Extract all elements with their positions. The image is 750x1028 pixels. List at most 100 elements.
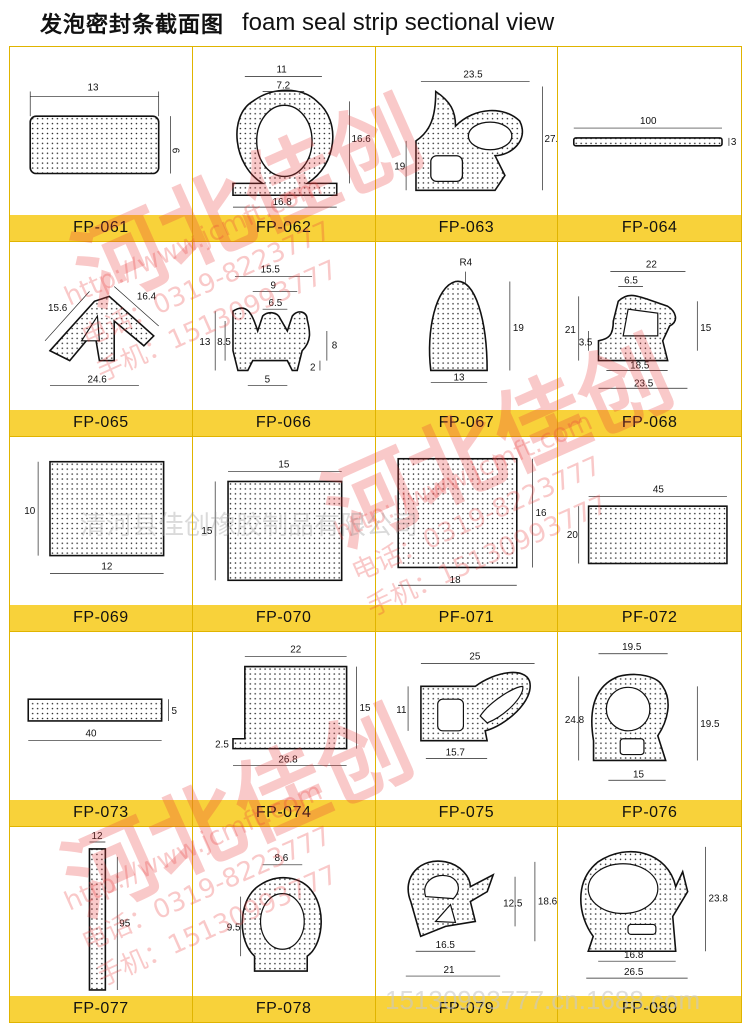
profile-cell: 16 18 PF-071 — [375, 437, 559, 632]
profile-cell: 12 95 FP-077 — [10, 827, 193, 1022]
profile-cell: 25 11 15.7 FP-075 — [375, 632, 559, 827]
profile-code: FP-079 — [375, 996, 558, 1022]
profile-code: FP-076 — [558, 800, 741, 826]
profile-drawing: 10 12 — [10, 437, 192, 605]
profile-drawing: 11 7.2 16.6 16.8 — [192, 47, 375, 215]
svg-text:2: 2 — [310, 362, 316, 373]
svg-text:18.5: 18.5 — [630, 360, 650, 371]
svg-text:23.5: 23.5 — [634, 378, 654, 389]
profile-code: FP-064 — [558, 215, 741, 241]
svg-text:15: 15 — [201, 526, 212, 537]
svg-text:26.5: 26.5 — [624, 967, 644, 978]
profile-code: PF-071 — [375, 605, 558, 631]
profile-drawing: 12 95 — [10, 827, 192, 996]
svg-text:10: 10 — [24, 506, 35, 517]
profile-code: FP-063 — [375, 215, 558, 241]
svg-text:26.8: 26.8 — [278, 754, 298, 765]
svg-text:16.6: 16.6 — [351, 134, 371, 145]
svg-text:8.6: 8.6 — [274, 853, 288, 864]
profile-drawing: R4 19 13 — [375, 242, 558, 410]
svg-text:16: 16 — [535, 508, 546, 519]
profile-drawing: 100 3 — [558, 47, 741, 215]
svg-text:21: 21 — [443, 965, 455, 976]
svg-text:21: 21 — [565, 325, 576, 336]
svg-text:19: 19 — [394, 162, 405, 173]
svg-text:15.5: 15.5 — [260, 265, 280, 276]
profile-cell: 11 7.2 16.6 16.8 FP-062 — [192, 47, 376, 242]
title-chinese: 发泡密封条截面图 — [40, 12, 225, 38]
svg-text:13: 13 — [453, 372, 464, 383]
svg-text:22: 22 — [646, 260, 657, 271]
profile-drawing: 22 6.5 21 3.5 15 18.5 23.5 — [558, 242, 741, 410]
svg-text:11: 11 — [276, 65, 287, 76]
svg-text:8.5: 8.5 — [217, 337, 231, 348]
profile-cell: 19.5 24.8 19.5 15 FP-076 — [558, 632, 741, 827]
profile-cell: 10 12 FP-069 — [10, 437, 193, 632]
svg-text:16.4: 16.4 — [137, 291, 157, 302]
svg-text:12: 12 — [91, 831, 103, 842]
svg-text:2.5: 2.5 — [215, 740, 229, 751]
profile-drawing: 45 20 — [558, 437, 741, 605]
svg-text:19.5: 19.5 — [622, 642, 642, 653]
profile-cell: 45 20 PF-072 — [558, 437, 741, 632]
svg-text:15.7: 15.7 — [445, 748, 464, 759]
profile-drawing: 25 11 15.7 — [375, 632, 558, 800]
profile-cell: 15.6 16.4 24.6 FP-065 — [10, 242, 193, 437]
svg-text:5: 5 — [264, 374, 270, 385]
profile-cell: 100 3 FP-064 — [558, 47, 741, 242]
profile-code: FP-069 — [10, 605, 192, 631]
svg-text:6.5: 6.5 — [268, 298, 282, 309]
profile-drawing: 13 6 — [10, 47, 192, 215]
svg-text:3: 3 — [731, 137, 737, 148]
svg-text:45: 45 — [653, 484, 664, 495]
svg-text:9: 9 — [270, 280, 276, 291]
profile-code: FP-070 — [192, 605, 375, 631]
svg-text:15: 15 — [278, 460, 289, 471]
svg-text:12: 12 — [101, 561, 112, 572]
profile-cell: 22 15 2.5 26.8 FP-074 — [192, 632, 376, 827]
svg-text:23.5: 23.5 — [463, 70, 483, 81]
profile-drawing: 12.5 18.6 16.5 21 — [375, 827, 558, 996]
profile-code: FP-068 — [558, 410, 741, 436]
profile-code: FP-074 — [192, 800, 375, 826]
svg-text:40: 40 — [86, 729, 97, 740]
svg-text:18.6: 18.6 — [537, 897, 557, 908]
profile-code: FP-080 — [558, 996, 741, 1022]
svg-text:6.5: 6.5 — [624, 276, 638, 287]
profile-code: FP-073 — [10, 800, 192, 826]
svg-text:6: 6 — [170, 148, 181, 154]
svg-text:16.5: 16.5 — [435, 940, 455, 951]
svg-text:24.8: 24.8 — [565, 715, 585, 726]
svg-text:19: 19 — [512, 323, 523, 334]
profile-drawing: 15.5 9 6.5 13 8.5 8 2 5 — [192, 242, 375, 410]
svg-text:15: 15 — [359, 703, 370, 714]
profile-code: FP-061 — [10, 215, 192, 241]
profile-code: FP-062 — [192, 215, 375, 241]
svg-text:24.6: 24.6 — [88, 374, 108, 385]
svg-text:16.8: 16.8 — [624, 950, 644, 961]
svg-text:3.5: 3.5 — [579, 338, 593, 349]
profile-drawing: 15.6 16.4 24.6 — [10, 242, 192, 410]
svg-text:19.5: 19.5 — [701, 719, 721, 730]
profile-cell: 23.5 27.8 19 FP-063 — [375, 47, 559, 242]
svg-text:11: 11 — [396, 705, 407, 716]
profile-code: FP-067 — [375, 410, 558, 436]
svg-text:5: 5 — [172, 706, 178, 717]
svg-text:13: 13 — [88, 82, 99, 93]
profile-drawing: 16 18 — [375, 437, 558, 605]
profile-code: PF-072 — [558, 605, 741, 631]
profile-drawing: 5 40 — [10, 632, 192, 800]
svg-text:7.2: 7.2 — [276, 81, 290, 92]
svg-text:R4: R4 — [459, 258, 472, 269]
svg-text:100: 100 — [640, 116, 657, 127]
profile-cell: R4 19 13 FP-067 — [375, 242, 559, 437]
svg-text:12.5: 12.5 — [503, 899, 523, 910]
svg-text:27.8: 27.8 — [544, 134, 557, 145]
svg-text:15: 15 — [701, 323, 712, 334]
profile-drawing: 19.5 24.8 19.5 15 — [558, 632, 741, 800]
svg-text:9.5: 9.5 — [227, 922, 241, 933]
svg-text:23.8: 23.8 — [709, 894, 729, 905]
profile-drawing: 15 15 — [192, 437, 375, 605]
svg-text:18: 18 — [449, 575, 460, 586]
title-english: foam seal strip sectional view — [242, 9, 555, 36]
